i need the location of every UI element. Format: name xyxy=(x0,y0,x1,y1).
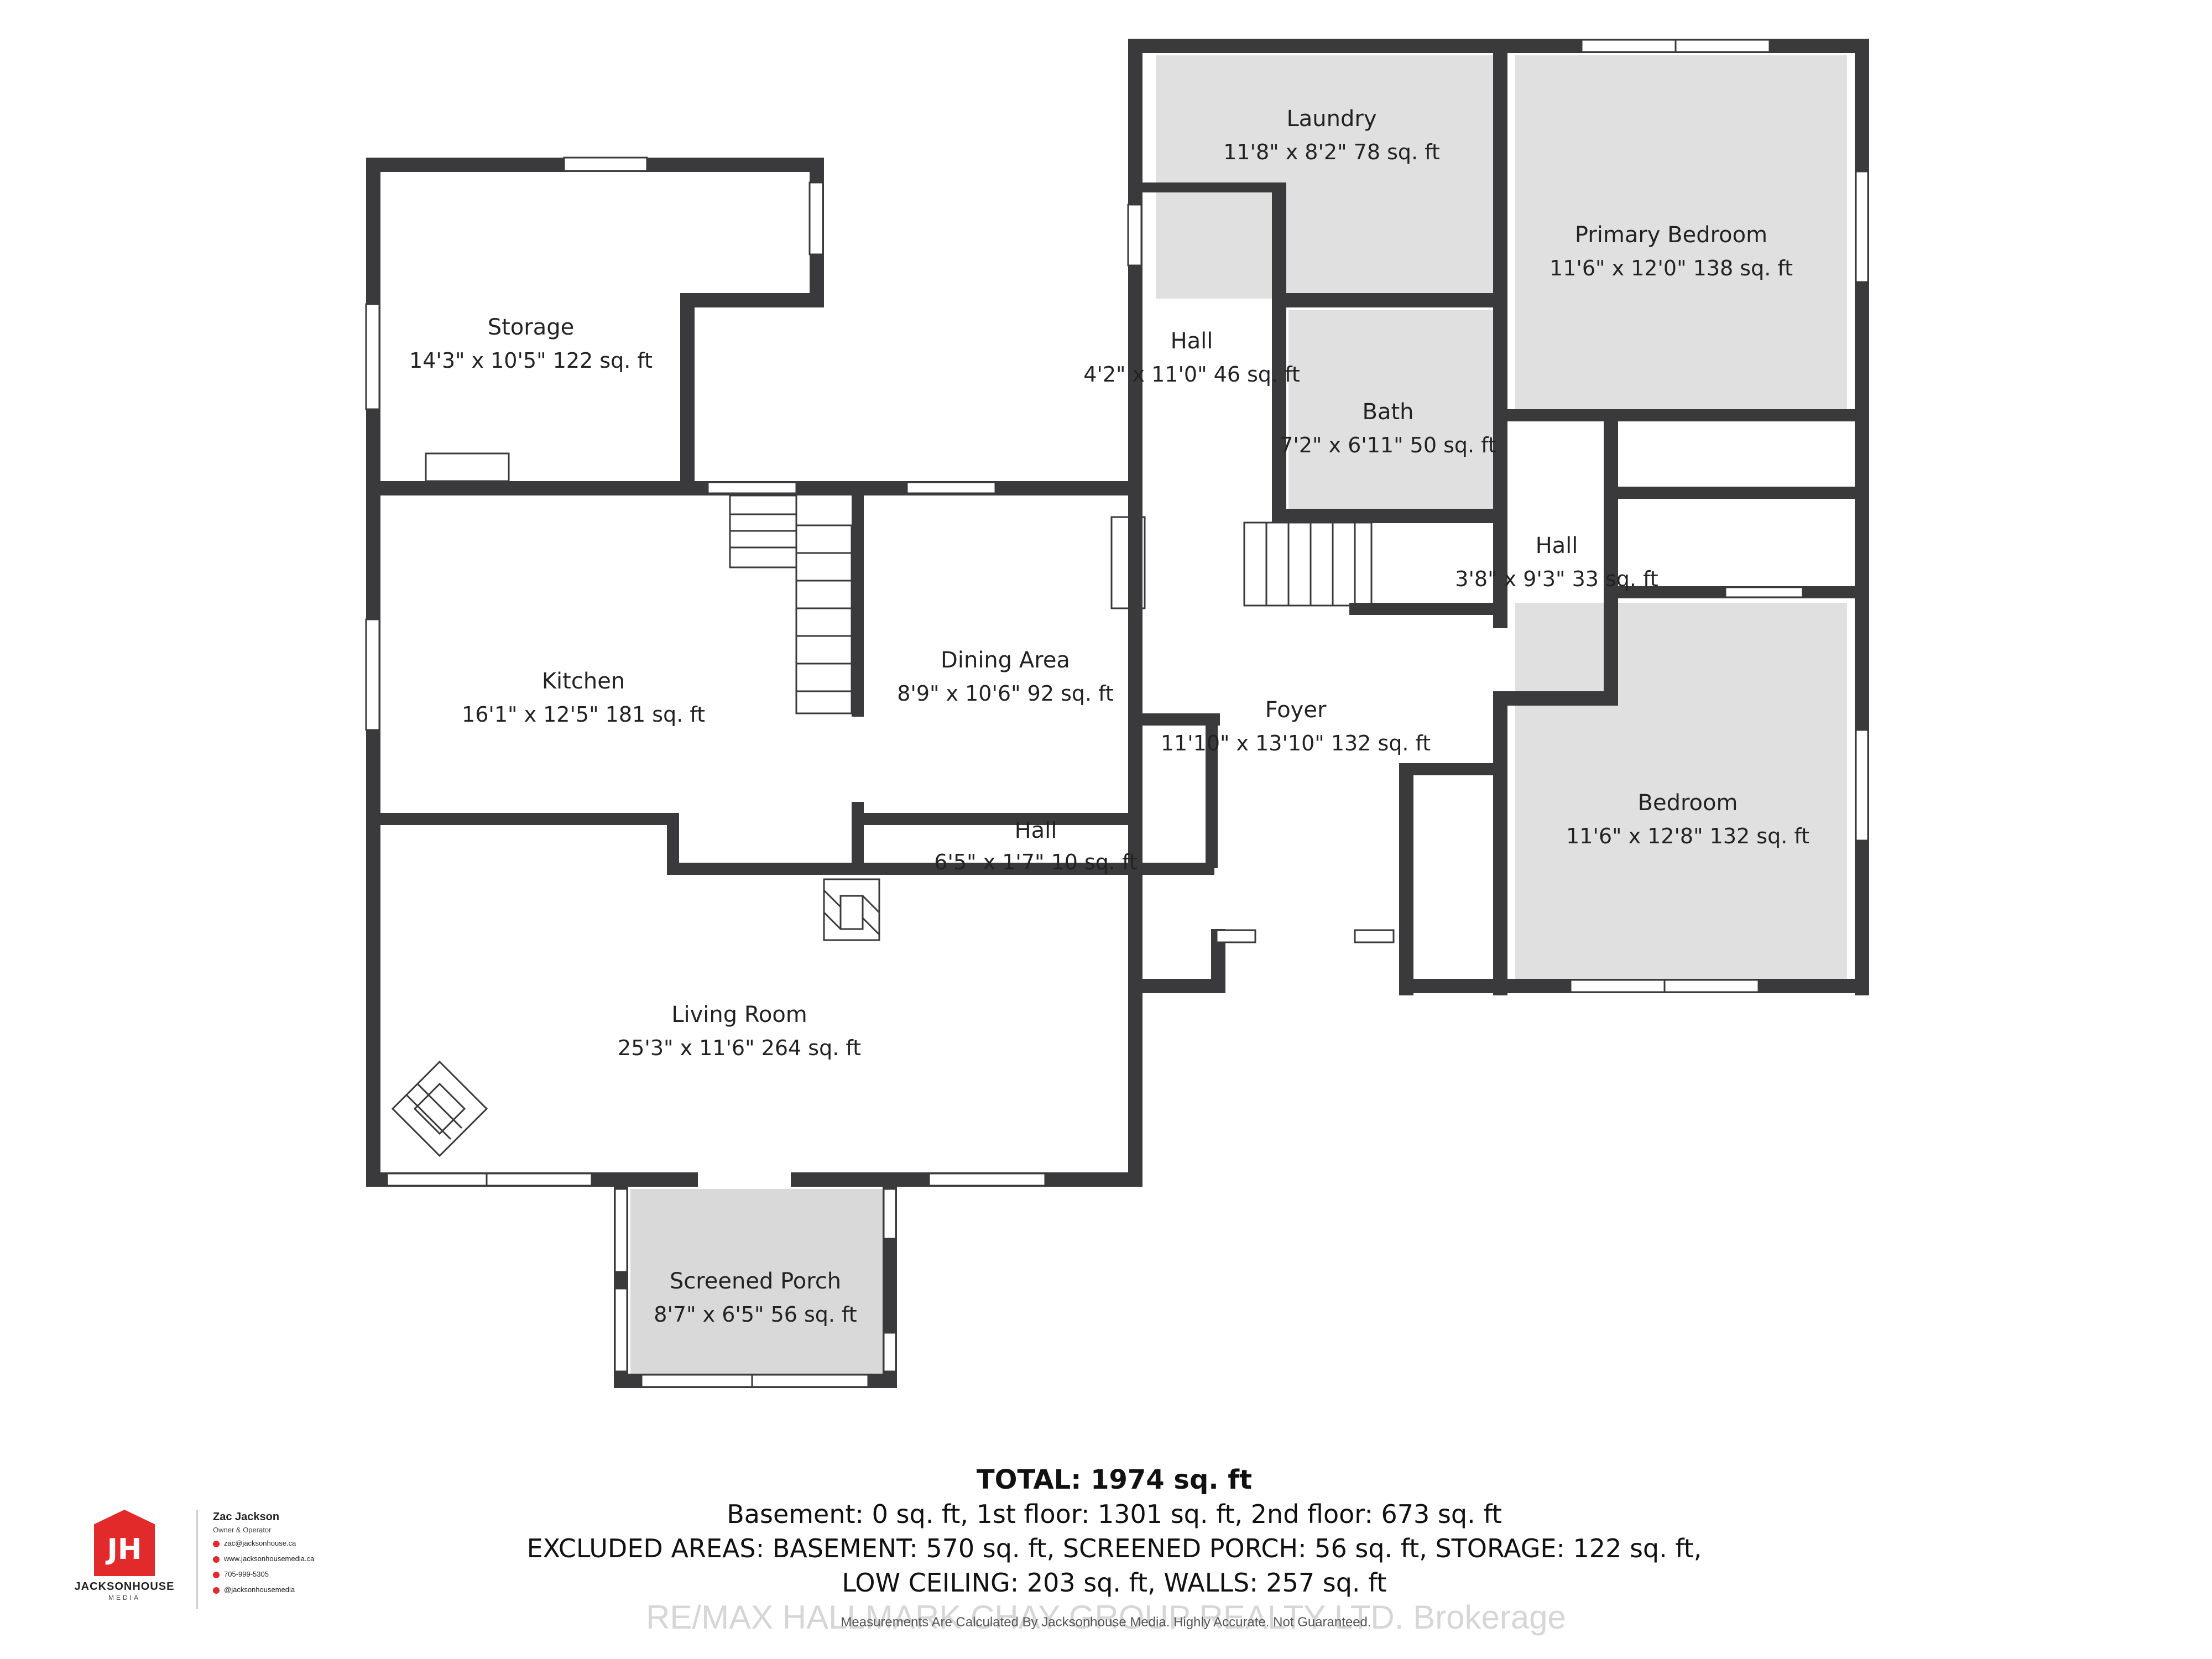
contact-name: Zac Jackson xyxy=(213,1511,280,1523)
screened-porch-dims: 8'7" x 6'5" 56 sq. ft xyxy=(654,1302,857,1327)
excluded-areas: EXCLUDED AREAS: BASEMENT: 570 sq. ft, SC… xyxy=(526,1533,1702,1563)
windows xyxy=(365,39,1869,1388)
hall-right-dims: 3'8" x 9'3" 33 sq. ft xyxy=(1455,567,1658,591)
dining-cabinet xyxy=(1110,516,1146,609)
dining-area-dims: 8'9" x 10'6" 92 sq. ft xyxy=(897,681,1114,706)
jacksonhouse-logo xyxy=(94,1510,155,1576)
kitchen-label: Kitchen xyxy=(542,669,625,694)
primary-bedroom-dims: 11'6" x 12'0" 138 sq. ft xyxy=(1550,256,1793,280)
contact-role: Owner & Operator xyxy=(213,1526,272,1534)
brokerage-watermark: RE/MAX HALLMARK CHAY GROUP REALTY LTD. B… xyxy=(646,1599,1566,1636)
laundry-label: Laundry xyxy=(1286,106,1376,132)
kitchen-dims: 16'1" x 12'5" 181 sq. ft xyxy=(462,702,705,727)
screened-porch-label: Screened Porch xyxy=(670,1269,841,1294)
fireplace-icon xyxy=(823,878,880,941)
screened-porch-fill xyxy=(630,1189,890,1377)
living-room-label: Living Room xyxy=(671,1002,807,1027)
laundry-dims: 11'8" x 8'2" 78 sq. ft xyxy=(1223,140,1440,164)
logo-sub: MEDIA xyxy=(108,1594,140,1601)
bedroom-dims: 11'6" x 12'8" 132 sq. ft xyxy=(1566,824,1809,848)
laundry-fill xyxy=(1156,55,1499,299)
room-labels: Laundry 11'8" x 8'2" 78 sq. ft Primary B… xyxy=(409,106,1809,1327)
living-room-dims: 25'3" x 11'6" 264 sq. ft xyxy=(618,1036,861,1060)
phone-icon xyxy=(213,1571,220,1578)
hall-small-dims: 6'5" x 1'7" 10 sq. ft xyxy=(934,850,1137,874)
hall-right-label: Hall xyxy=(1536,533,1578,559)
contact-instagram-text: @jacksonhousemedia xyxy=(224,1585,295,1594)
hall-upper-label: Hall xyxy=(1171,328,1213,354)
area-summary: TOTAL: 1974 sq. ft Basement: 0 sq. ft, 1… xyxy=(387,1463,1841,1600)
logo-initials: JH xyxy=(107,1533,142,1566)
brand-divider xyxy=(196,1510,198,1609)
contact-phone[interactable]: 705-999-5305 xyxy=(213,1567,379,1582)
storage-label: Storage xyxy=(488,315,575,340)
bedroom-label: Bedroom xyxy=(1638,790,1738,816)
measurement-disclaimer: Measurements Are Calculated By Jacksonho… xyxy=(841,1615,1371,1630)
contact-email-text: zac@jacksonhouse.ca xyxy=(224,1539,296,1547)
bath-fill xyxy=(1288,310,1499,514)
bath-label: Bath xyxy=(1363,399,1414,425)
contact-website-text: www.jacksonhousemedia.ca xyxy=(224,1554,315,1563)
instagram-icon xyxy=(213,1587,220,1594)
bath-dims: 7'2" x 6'11" 50 sq. ft xyxy=(1280,433,1496,457)
hall-small-label: Hall xyxy=(1015,818,1057,843)
bedroom-fill xyxy=(1515,603,1847,979)
foyer-label: Foyer xyxy=(1265,697,1327,723)
storage-shelf xyxy=(425,452,510,482)
primary-bedroom-label: Primary Bedroom xyxy=(1575,222,1767,248)
email-icon xyxy=(213,1540,220,1547)
primary-bedroom-fill xyxy=(1515,55,1847,415)
storage-dims: 14'3" x 10'5" 122 sq. ft xyxy=(409,348,653,373)
hall-upper-dims: 4'2" x 11'0" 46 sq. ft xyxy=(1083,362,1300,387)
contact-instagram[interactable]: @jacksonhousemedia xyxy=(213,1582,379,1598)
globe-icon xyxy=(213,1556,220,1563)
excluded-areas-continued: LOW CEILING: 203 sq. ft, WALLS: 257 sq. … xyxy=(842,1568,1387,1598)
contact-phone-text: 705-999-5305 xyxy=(224,1570,269,1578)
room-fills xyxy=(630,55,1847,1377)
foyer-dims: 11'10" x 13'10" 132 sq. ft xyxy=(1161,731,1431,755)
stairs xyxy=(729,494,1373,714)
brand-block: JH JACKSONHOUSE MEDIA Zac Jackson Owner … xyxy=(61,1510,371,1631)
dining-area-label: Dining Area xyxy=(941,648,1070,673)
contact-email[interactable]: zac@jacksonhouse.ca xyxy=(213,1536,379,1551)
contact-website[interactable]: www.jacksonhousemedia.ca xyxy=(213,1551,379,1567)
total-area: TOTAL: 1974 sq. ft xyxy=(976,1464,1253,1495)
contact-card: Zac Jackson Owner & Operator zac@jackson… xyxy=(213,1510,379,1598)
wood-stove-icon xyxy=(391,1060,488,1157)
floor-breakdown: Basement: 0 sq. ft, 1st floor: 1301 sq. … xyxy=(727,1499,1502,1529)
logo-name: JACKSONHOUSE xyxy=(74,1580,175,1593)
